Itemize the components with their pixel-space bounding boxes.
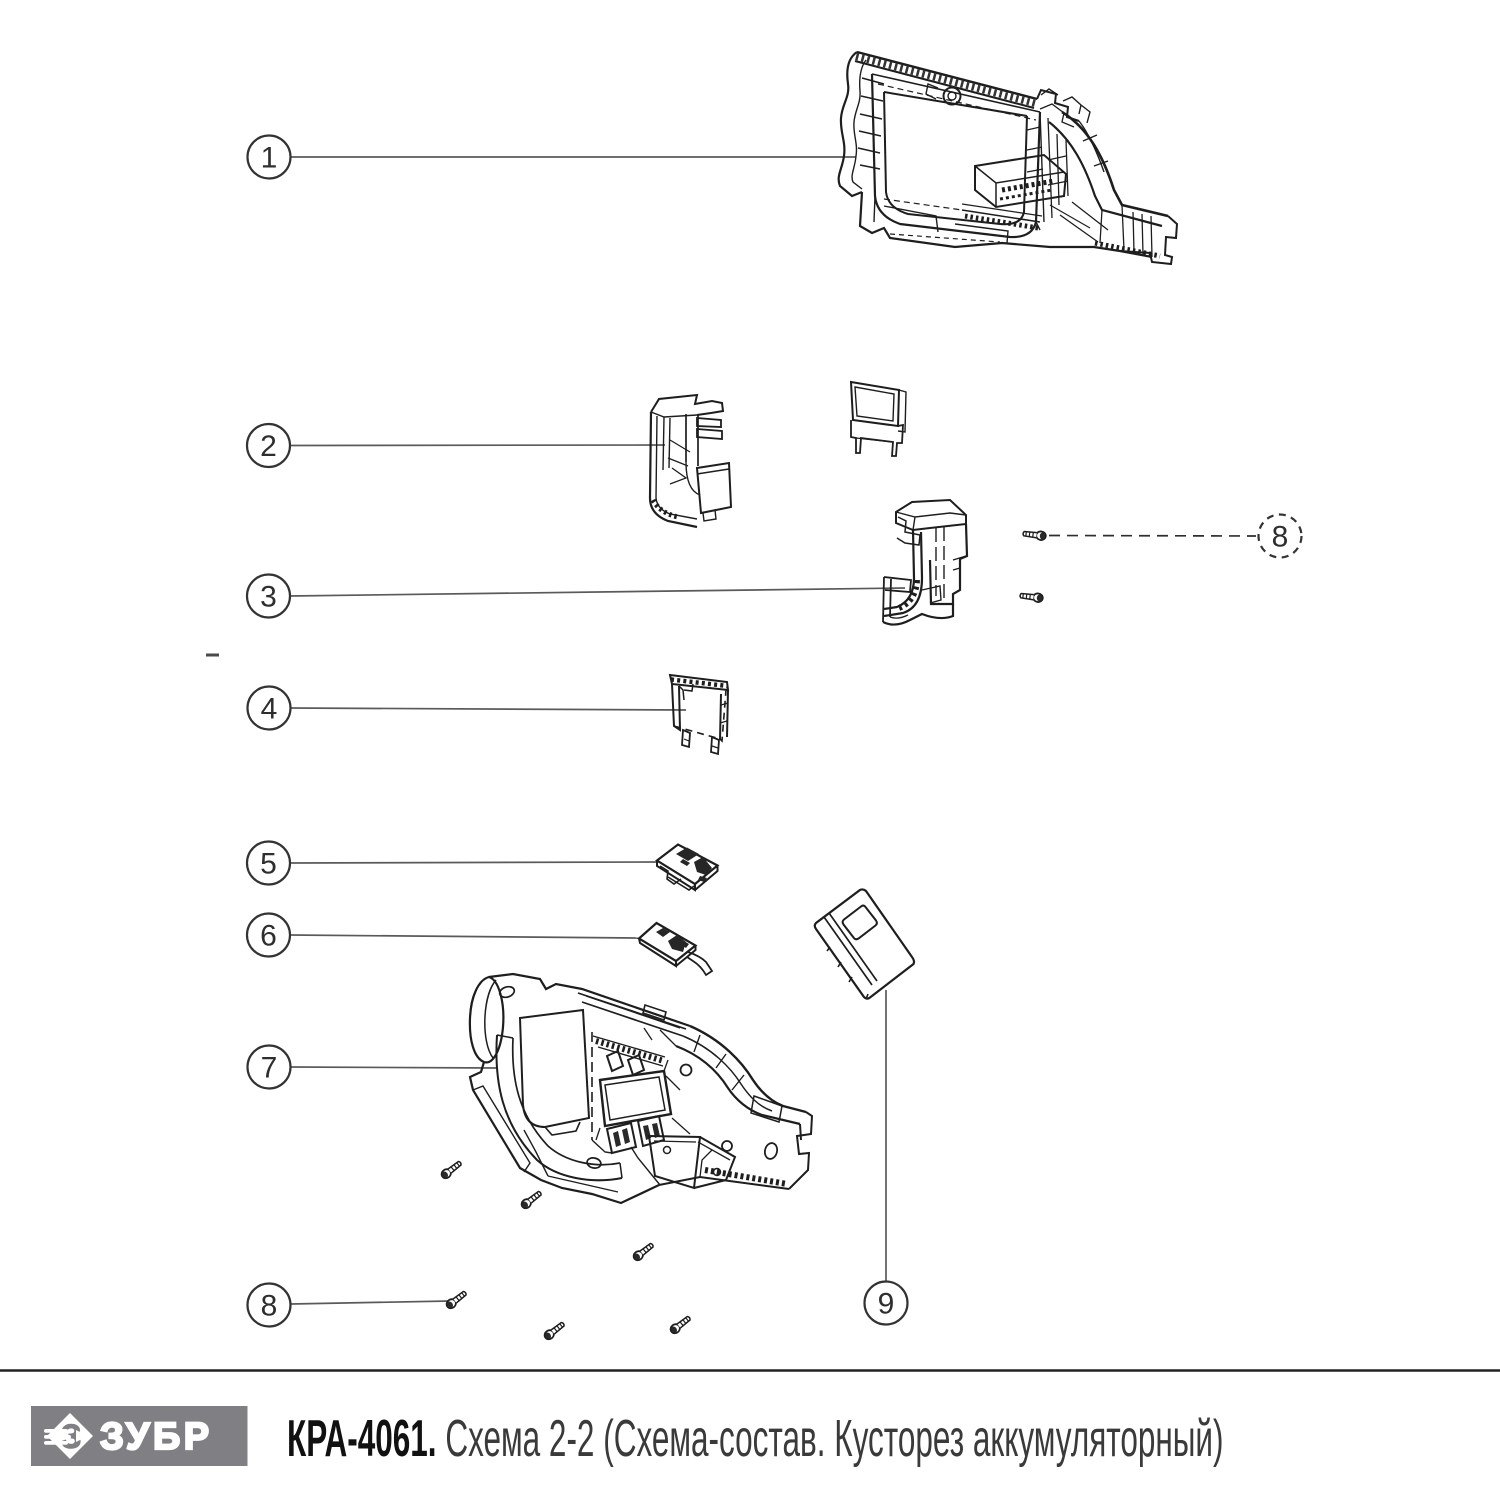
svg-text:8: 8 — [1272, 521, 1289, 554]
svg-text:9: 9 — [878, 1288, 895, 1321]
svg-text:1: 1 — [261, 142, 278, 175]
svg-text:КРА-4061. Схема 2-2 (Схема-сос: КРА-4061. Схема 2-2 (Схема-состав. Кусто… — [287, 1410, 1224, 1468]
svg-text:2: 2 — [260, 430, 277, 463]
svg-text:3: 3 — [260, 581, 277, 614]
svg-text:ЗУБР: ЗУБР — [100, 1416, 213, 1458]
svg-text:4: 4 — [261, 693, 278, 726]
svg-text:5: 5 — [260, 848, 277, 881]
svg-text:7: 7 — [261, 1052, 278, 1085]
svg-text:6: 6 — [260, 920, 277, 953]
svg-text:З: З — [60, 1418, 81, 1456]
svg-text:8: 8 — [261, 1290, 278, 1323]
